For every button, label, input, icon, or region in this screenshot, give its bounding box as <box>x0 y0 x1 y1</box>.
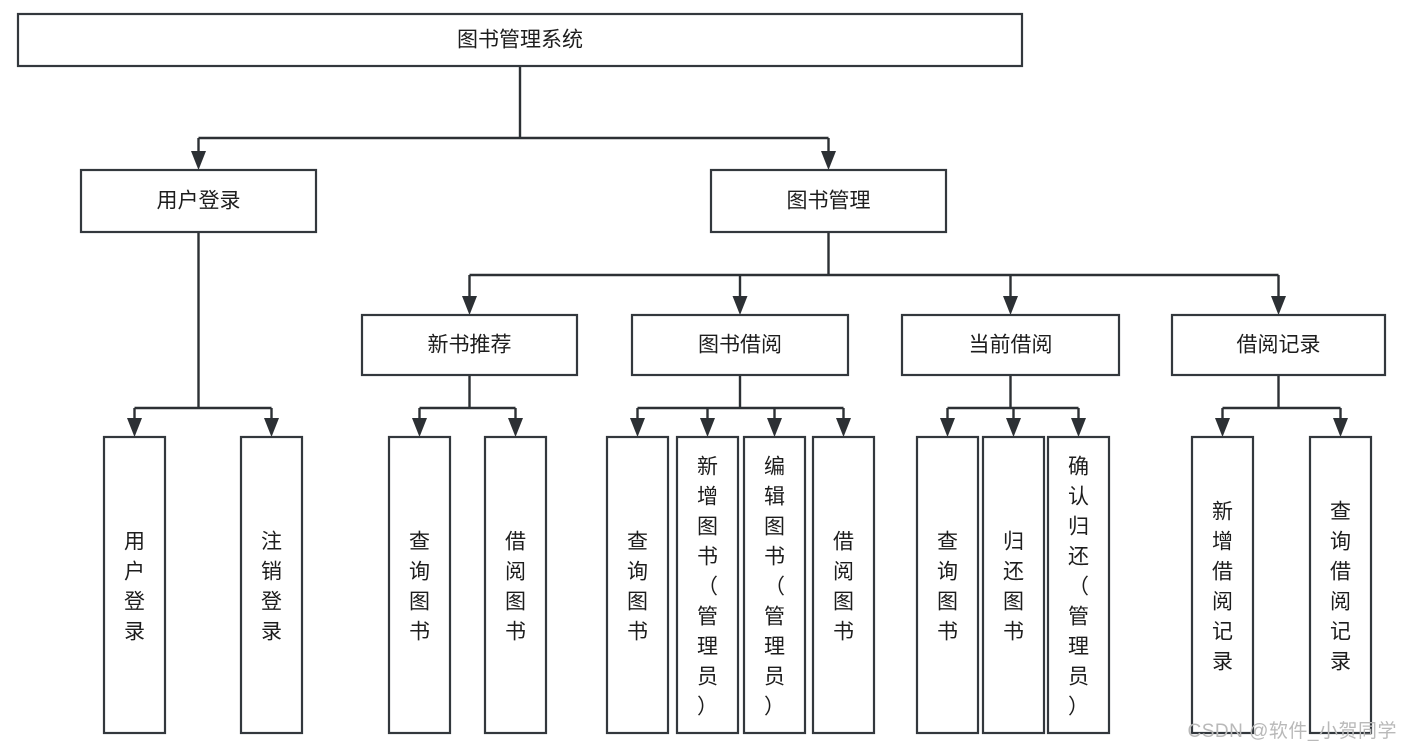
arrow-head-leaf_query_record <box>1333 418 1348 437</box>
node-leaf-borrow-book-b[interactable]: 借阅图书 <box>811 435 876 735</box>
arrow-head-leaf_borrow_book_b <box>836 418 851 437</box>
node-label-leaf-confirm-return: 确认归还（管理员） <box>1068 455 1089 718</box>
arrow-head-new_book_rec <box>462 296 477 315</box>
node-label-leaf-query-book-a: 查询图书 <box>409 530 430 643</box>
arrow-head-leaf_return_book <box>1006 418 1021 437</box>
node-box-leaf-query-book-a <box>387 435 452 735</box>
node-box-leaf-borrow-book-b <box>811 435 876 735</box>
node-label-root: 图书管理系统 <box>457 29 583 52</box>
node-leaf-return-book[interactable]: 归还图书 <box>981 435 1046 735</box>
node-box-root <box>16 12 1024 68</box>
node-leaf-query-book-c[interactable]: 查询图书 <box>915 435 980 735</box>
node-label-leaf-return-book: 归还图书 <box>1003 530 1024 643</box>
node-box-leaf-query-record <box>1308 435 1373 735</box>
arrow-head-leaf_user_login <box>127 418 142 437</box>
arrow-head-leaf_logout <box>264 418 279 437</box>
node-label-leaf-query-book-c: 查询图书 <box>937 530 958 643</box>
node-label-leaf-user-login: 用户登录 <box>124 530 145 643</box>
node-label-leaf-edit-book: 编辑图书（管理员） <box>764 455 785 718</box>
node-box-leaf-user-login <box>102 435 167 735</box>
arrow-head-leaf_query_book_a <box>412 418 427 437</box>
edge-layer <box>127 66 1348 437</box>
arrow-head-leaf_add_book <box>700 418 715 437</box>
arrow-head-user_login <box>191 151 206 170</box>
node-leaf-query-book-a[interactable]: 查询图书 <box>387 435 452 735</box>
node-label-leaf-add-book: 新增图书（管理员） <box>697 455 718 718</box>
node-label-book-borrow: 图书借阅 <box>698 334 782 357</box>
node-leaf-add-record[interactable]: 新增借阅记录 <box>1190 435 1255 735</box>
node-user-login[interactable]: 用户登录 <box>79 168 318 234</box>
node-leaf-borrow-book-a[interactable]: 借阅图书 <box>483 435 548 735</box>
node-box-book-borrow <box>630 313 850 377</box>
node-leaf-confirm-return[interactable]: 确认归还（管理员） <box>1046 435 1111 735</box>
node-label-user-login: 用户登录 <box>157 190 241 213</box>
node-leaf-query-book-b[interactable]: 查询图书 <box>605 435 670 735</box>
node-label-leaf-query-record: 查询借阅记录 <box>1330 500 1351 673</box>
node-new-book-rec[interactable]: 新书推荐 <box>360 313 579 377</box>
arrow-head-leaf_query_book_b <box>630 418 645 437</box>
node-box-leaf-logout <box>239 435 304 735</box>
arrow-head-leaf_confirm_return <box>1071 418 1086 437</box>
arrow-head-leaf_query_book_c <box>940 418 955 437</box>
node-layer: 图书管理系统用户登录图书管理新书推荐图书借阅当前借阅借阅记录用户登录注销登录查询… <box>16 12 1387 735</box>
node-leaf-add-book[interactable]: 新增图书（管理员） <box>675 435 740 735</box>
arrow-head-current_borrow <box>1003 296 1018 315</box>
node-book-manage[interactable]: 图书管理 <box>709 168 948 234</box>
node-box-leaf-query-book-b <box>605 435 670 735</box>
node-box-leaf-return-book <box>981 435 1046 735</box>
node-box-leaf-edit-book <box>742 435 807 735</box>
node-label-leaf-borrow-book-a: 借阅图书 <box>505 530 526 643</box>
node-label-borrow-record: 借阅记录 <box>1237 334 1321 357</box>
node-leaf-user-login[interactable]: 用户登录 <box>102 435 167 735</box>
arrow-head-book_manage <box>821 151 836 170</box>
node-box-new-book-rec <box>360 313 579 377</box>
node-label-new-book-rec: 新书推荐 <box>428 334 512 357</box>
node-box-leaf-confirm-return <box>1046 435 1111 735</box>
arrow-head-leaf_edit_book <box>767 418 782 437</box>
node-label-leaf-add-record: 新增借阅记录 <box>1212 500 1233 673</box>
node-leaf-query-record[interactable]: 查询借阅记录 <box>1308 435 1373 735</box>
node-label-leaf-borrow-book-b: 借阅图书 <box>833 530 854 643</box>
node-leaf-edit-book[interactable]: 编辑图书（管理员） <box>742 435 807 735</box>
arrow-head-borrow_record <box>1271 296 1286 315</box>
node-borrow-record[interactable]: 借阅记录 <box>1170 313 1387 377</box>
node-root[interactable]: 图书管理系统 <box>16 12 1024 68</box>
node-box-leaf-add-book <box>675 435 740 735</box>
node-box-leaf-borrow-book-a <box>483 435 548 735</box>
node-label-book-manage: 图书管理 <box>787 190 871 213</box>
node-label-leaf-logout: 注销登录 <box>261 530 282 643</box>
node-box-current-borrow <box>900 313 1121 377</box>
node-box-leaf-add-record <box>1190 435 1255 735</box>
arrow-head-leaf_borrow_book_a <box>508 418 523 437</box>
arrow-head-leaf_add_record <box>1215 418 1230 437</box>
node-leaf-logout[interactable]: 注销登录 <box>239 435 304 735</box>
node-label-current-borrow: 当前借阅 <box>969 334 1053 357</box>
node-label-leaf-query-book-b: 查询图书 <box>627 530 648 643</box>
node-box-book-manage <box>709 168 948 234</box>
node-box-borrow-record <box>1170 313 1387 377</box>
node-current-borrow[interactable]: 当前借阅 <box>900 313 1121 377</box>
node-box-leaf-query-book-c <box>915 435 980 735</box>
arrow-head-book_borrow <box>732 296 748 315</box>
node-book-borrow[interactable]: 图书借阅 <box>630 313 850 377</box>
node-box-user-login <box>79 168 318 234</box>
